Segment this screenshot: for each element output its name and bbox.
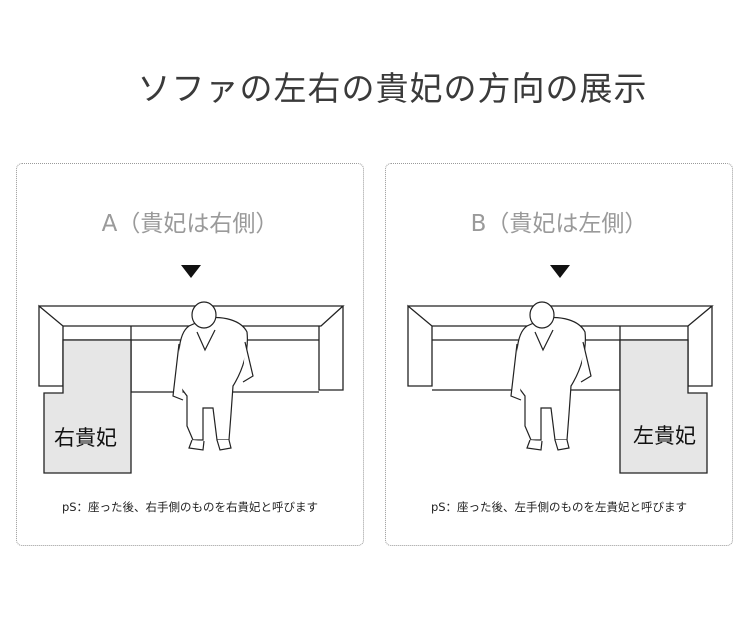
page-title: ソファの左右の貴妃の方向の展示 xyxy=(137,69,648,108)
arrow-down-icon xyxy=(550,265,570,278)
person-icon xyxy=(510,301,592,451)
person-icon xyxy=(172,301,254,451)
arrow-down-icon xyxy=(181,265,201,278)
panel-a-note: pS：座った後、右手側のものを右貴妃と呼びます xyxy=(61,500,319,514)
panel-a: A（貴妃は右側） xyxy=(16,163,364,546)
panel-b-note: pS：座った後、左手側のものを左貴妃と呼びます xyxy=(430,500,688,514)
chaise-label-right: 右貴妃 xyxy=(54,426,117,450)
panel-b-heading: B（貴妃は左側） xyxy=(470,211,648,237)
sofa-diagram-a xyxy=(38,301,345,474)
sofa-diagram-b xyxy=(407,301,714,474)
panel-a-heading: A（貴妃は右側） xyxy=(101,211,279,237)
panel-b: B（貴妃は左側） xyxy=(385,163,733,546)
chaise-label-left: 左貴妃 xyxy=(633,424,696,448)
